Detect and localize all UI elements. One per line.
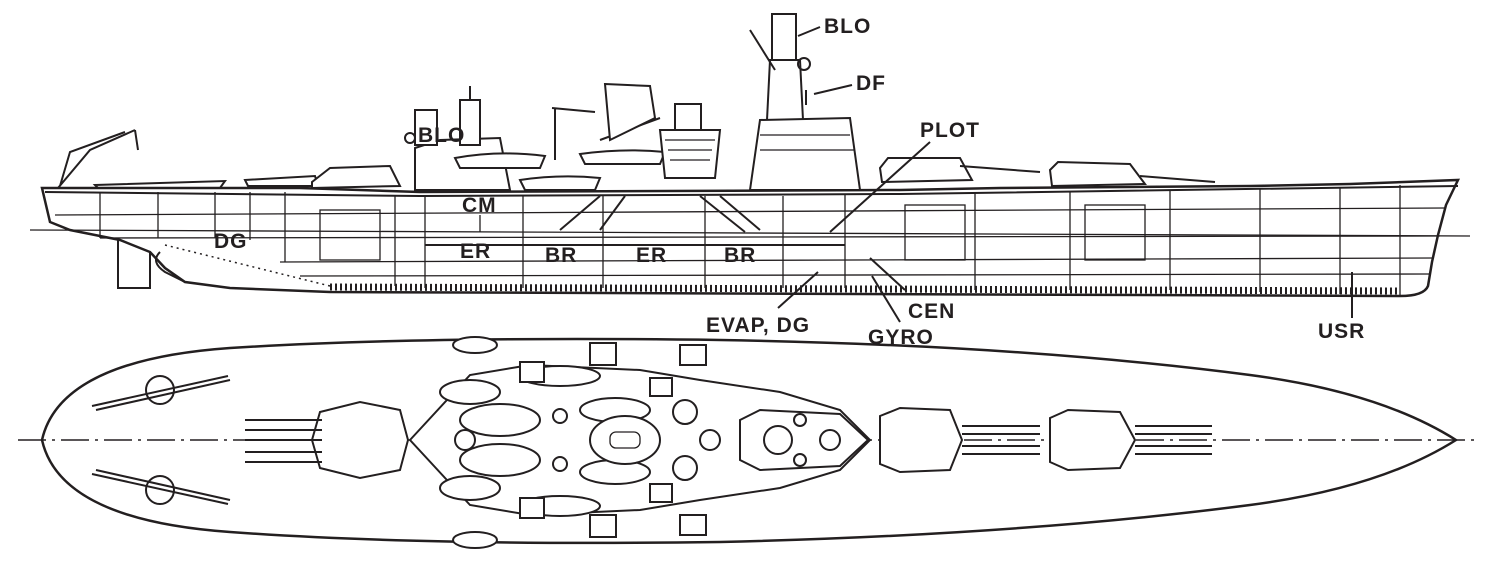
hull-profile <box>40 178 1461 298</box>
label-cm: CM <box>462 194 497 217</box>
label-usr: USR <box>1318 320 1365 343</box>
label-gyro: GYRO <box>868 326 934 349</box>
label-df: DF <box>856 72 886 95</box>
label-dg: DG <box>214 230 248 253</box>
label-er-aft: ER <box>460 240 491 263</box>
label-cen: CEN <box>908 300 955 323</box>
label-br-aft: BR <box>545 244 577 267</box>
profile-labels: BLO DF BLO PLOT CM DG ER BR ER BR EVAP, … <box>214 15 1365 349</box>
label-evap-dg: EVAP, DG <box>706 314 810 337</box>
profile-view <box>29 13 1471 298</box>
label-blo-aft: BLO <box>418 124 465 147</box>
label-er-fwd: ER <box>636 244 667 267</box>
label-br-fwd: BR <box>724 244 756 267</box>
label-blo-top: BLO <box>824 15 871 38</box>
label-plot: PLOT <box>920 119 980 142</box>
plan-view <box>18 336 1475 549</box>
compartments <box>54 185 1446 296</box>
